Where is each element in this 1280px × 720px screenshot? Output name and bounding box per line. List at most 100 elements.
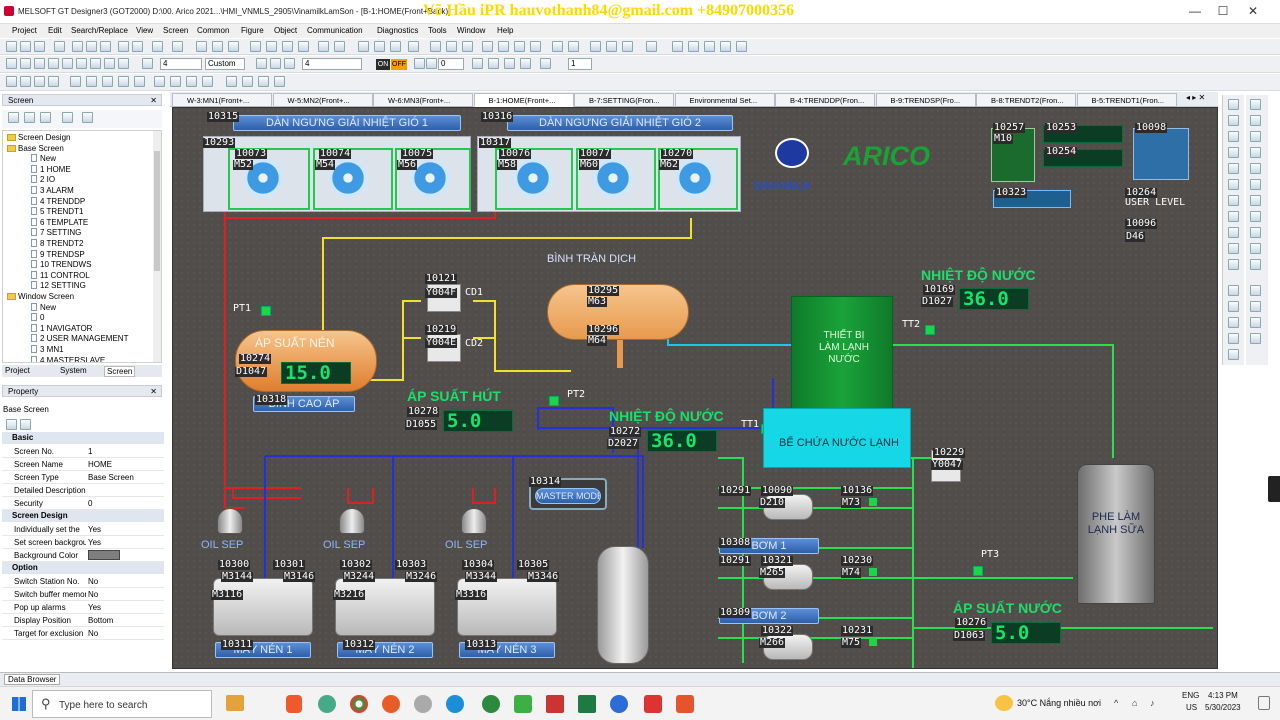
fit-icon[interactable] — [284, 58, 295, 69]
line-tool-icon[interactable] — [1228, 131, 1239, 142]
grid-icon[interactable] — [20, 58, 31, 69]
network-tray-icon[interactable]: ⌂ — [1132, 698, 1138, 708]
tree-item[interactable]: 3 MN1 — [31, 345, 64, 355]
step-next-icon[interactable] — [426, 58, 437, 69]
clock-time[interactable]: 4:13 PM — [1208, 691, 1238, 700]
language-indicator[interactable]: ENG — [1182, 691, 1200, 700]
panelkit-icon[interactable] — [226, 76, 237, 87]
date-tool-icon[interactable] — [1250, 163, 1261, 174]
library-icon[interactable] — [408, 41, 419, 52]
excel-icon[interactable] — [578, 695, 596, 713]
weather-text[interactable]: 30°C Nắng nhiều nơi — [1017, 698, 1102, 708]
document-tab[interactable]: B-1:HOME(Front+... — [473, 93, 574, 107]
tree-scrollbar[interactable] — [153, 131, 161, 362]
polyline-tool-icon[interactable] — [1228, 147, 1239, 158]
menu-tools[interactable]: Tools — [428, 26, 447, 35]
tab-system[interactable]: System — [60, 366, 87, 375]
station-select[interactable]: 1 — [568, 58, 592, 70]
pt2-sensor[interactable] — [549, 396, 559, 406]
document-tab[interactable]: B-4:TRENDDP(Fron... — [775, 93, 875, 107]
tab-nav-arrows-icon[interactable]: ◂ ▸ ✕ — [1186, 93, 1206, 102]
ladder-icon[interactable] — [250, 41, 261, 52]
text-icon[interactable] — [142, 58, 153, 69]
screen-close-icon[interactable] — [228, 41, 239, 52]
trigger-tool-icon[interactable] — [1228, 349, 1239, 360]
windows-start-icon[interactable] — [12, 697, 26, 711]
app-icon[interactable] — [610, 695, 628, 713]
tree-delete-icon[interactable] — [40, 112, 51, 123]
circle-icon[interactable] — [34, 76, 45, 87]
polygon-tool-icon[interactable] — [1228, 179, 1239, 190]
scale-tool-icon[interactable] — [1228, 259, 1239, 270]
document-tab[interactable]: B-9:TRENDSP(Fro... — [875, 93, 976, 107]
template-icon[interactable] — [462, 41, 473, 52]
image-tool-icon[interactable] — [1228, 301, 1239, 312]
property-value[interactable]: Yes — [88, 538, 102, 547]
circle-tool-icon[interactable] — [1228, 195, 1239, 206]
lamp-icon[interactable] — [70, 76, 81, 87]
weather-icon[interactable] — [995, 695, 1013, 711]
tree-item[interactable]: 0 — [31, 313, 44, 323]
tree-item[interactable]: 6 TEMPLATE — [31, 217, 88, 228]
property-section-header[interactable]: Basic — [2, 432, 164, 444]
notification-icon[interactable] — [1258, 696, 1270, 710]
textarea-tool-icon[interactable] — [1228, 115, 1239, 126]
zoom-mode-select[interactable]: Custom — [205, 58, 245, 70]
play-icon[interactable] — [62, 58, 73, 69]
ungroup-icon[interactable] — [530, 41, 541, 52]
app-icon[interactable] — [482, 695, 500, 713]
align-icon[interactable] — [498, 41, 509, 52]
view-back-icon[interactable] — [488, 58, 499, 69]
app-icon[interactable] — [644, 695, 662, 713]
property-value[interactable]: No — [88, 629, 99, 638]
hmi-canvas[interactable]: DÀN NGƯNG GIẢI NHIỆT GIÓ 1 10315 10293 1… — [172, 107, 1218, 669]
screen-new-icon[interactable] — [196, 41, 207, 52]
tree-item[interactable]: 3 ALARM — [31, 186, 74, 196]
menu-help[interactable]: Help — [497, 26, 514, 35]
property-value[interactable]: Yes — [88, 525, 102, 534]
document-tab[interactable]: Environmental Set... — [674, 93, 775, 107]
zoom-out-icon[interactable] — [48, 58, 59, 69]
property-row[interactable]: Switch Station No.No — [2, 575, 164, 588]
minimize-button[interactable]: — — [1189, 4, 1201, 18]
cross-ref-icon[interactable] — [622, 41, 633, 52]
new-project-icon[interactable] — [6, 41, 17, 52]
screen-switch-icon[interactable] — [274, 76, 285, 87]
document-tab[interactable]: B-5:TRENDT1(Fron... — [1076, 93, 1177, 107]
menu-edit[interactable]: Edit — [48, 26, 62, 35]
read-from-got-icon[interactable] — [298, 41, 309, 52]
tree-item[interactable]: 12 SETTING — [31, 281, 86, 291]
copy-icon[interactable] — [86, 41, 97, 52]
user-level-label[interactable]: USER LEVEL — [1125, 197, 1186, 208]
property-value[interactable]: 1 — [88, 447, 93, 456]
property-section-header[interactable]: Option — [2, 562, 164, 574]
paint-tool-icon[interactable] — [1228, 285, 1239, 296]
grid-value-field[interactable]: 4 — [302, 58, 362, 70]
tree-root[interactable]: Screen Design — [7, 133, 70, 143]
trend-tool-icon[interactable] — [1250, 227, 1261, 238]
snap-icon[interactable] — [6, 58, 17, 69]
numeric-tool-icon[interactable] — [1250, 131, 1261, 142]
alarm-icon[interactable] — [170, 76, 181, 87]
tree-folder[interactable]: Base Screen — [7, 144, 64, 154]
rect-tool-icon[interactable] — [1228, 163, 1239, 174]
device-list-icon[interactable] — [704, 41, 715, 52]
tree-item[interactable]: 1 HOME — [31, 164, 71, 175]
property-value[interactable]: Base Screen — [88, 473, 134, 482]
category-icon[interactable] — [736, 41, 747, 52]
tray-arrow-icon[interactable]: ^ — [1114, 698, 1119, 708]
pane-close-icon[interactable]: ✕ — [150, 96, 157, 105]
on-toggle[interactable]: ON — [376, 59, 390, 70]
rect-icon[interactable] — [20, 76, 31, 87]
tree-item[interactable]: New — [31, 154, 56, 164]
write-to-got-icon[interactable] — [282, 41, 293, 52]
script-tool-icon[interactable] — [1250, 285, 1261, 296]
property-value[interactable]: Bottom — [88, 616, 114, 625]
tree-item[interactable]: 1 NAVIGATOR — [31, 323, 92, 334]
help-icon[interactable] — [172, 41, 183, 52]
color-icon[interactable] — [104, 58, 115, 69]
